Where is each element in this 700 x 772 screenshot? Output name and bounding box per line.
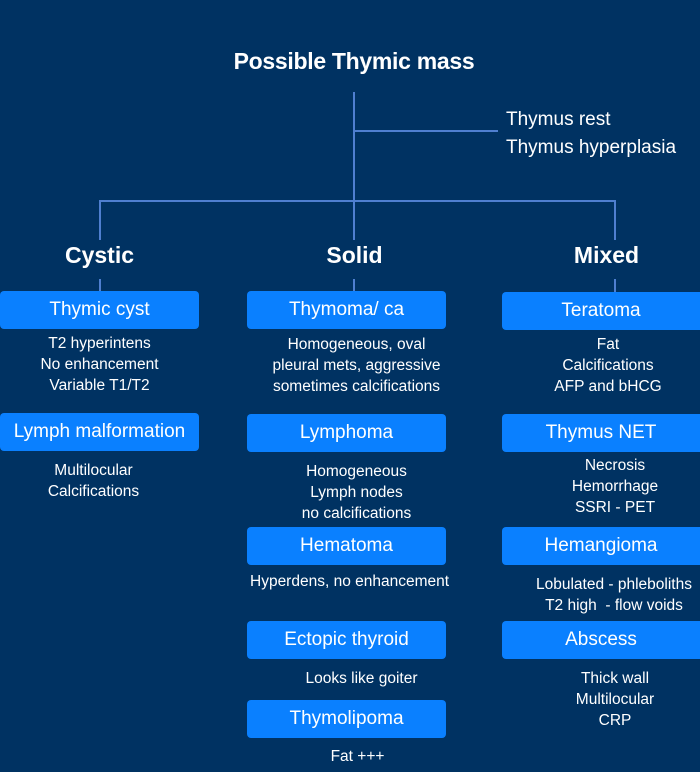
connector-cystic-stub	[99, 279, 101, 291]
detail-line: Lymph nodes	[310, 484, 403, 501]
entity-box-lymphoma: Lymphoma	[247, 414, 446, 452]
connector-horizontal	[99, 200, 616, 202]
detail-line: Fat +++	[330, 748, 385, 765]
detail-line: Necrosis	[584, 457, 646, 474]
entity-details-hemangioma: Lobulated - phleboliths T2 high - flow v…	[524, 574, 700, 616]
detail-line: SSRI - PET	[574, 499, 656, 516]
detail-line: Lobulated - phleboliths	[536, 576, 692, 593]
detail-line: Multilocular	[54, 462, 133, 479]
entity-box-thymic-cyst: Thymic cyst	[0, 291, 199, 329]
entity-details-thymoma: Homogeneous, oval pleural mets, aggressi…	[257, 334, 456, 397]
category-mixed: Mixed	[573, 242, 640, 268]
entity-details-lymph-malformation: Multilocular Calcifications	[0, 460, 193, 502]
detail-line: T2 high - flow voids	[545, 597, 683, 614]
detail-line: no calcifications	[301, 505, 412, 522]
entity-details-ectopic-thyroid: Looks like goiter	[262, 668, 461, 689]
entity-box-thymoma: Thymoma/ ca	[247, 291, 446, 329]
detail-line: Multilocular	[575, 691, 655, 708]
detail-line: Homogeneous	[306, 463, 407, 480]
category-cystic: Cystic	[64, 242, 135, 268]
entity-box-thymolipoma: Thymolipoma	[247, 700, 446, 738]
entity-box-abscess: Abscess	[502, 621, 700, 659]
detail-line: No enhancement	[40, 356, 159, 373]
diagram-title: Possible Thymic mass	[233, 48, 475, 74]
entity-box-hematoma: Hematoma	[247, 527, 446, 565]
entity-details-abscess: Thick wall Multilocular CRP	[502, 668, 700, 731]
side-note-thymus-hyperplasia: Thymus hyperplasia	[506, 137, 677, 158]
detail-line: Hemorrhage	[571, 478, 659, 495]
detail-line: Calcifications	[562, 357, 654, 374]
detail-line: Fat	[596, 336, 620, 353]
connector-mixed-stub	[614, 279, 616, 292]
entity-box-thymus-net: Thymus NET	[502, 414, 700, 452]
entity-box-hemangioma: Hemangioma	[502, 527, 700, 565]
connector-solid-stub	[353, 279, 355, 291]
detail-line: Calcifications	[47, 483, 140, 500]
entity-details-thymus-net: Necrosis Hemorrhage SSRI - PET	[502, 455, 700, 518]
detail-line: Homogeneous, oval	[287, 336, 426, 353]
detail-line: Variable T1/T2	[49, 377, 150, 394]
detail-line: AFP and bHCG	[554, 378, 662, 395]
side-note-thymus-rest: Thymus rest	[506, 109, 611, 130]
detail-line: T2 hyperintens	[48, 335, 151, 352]
connector-cystic-drop	[99, 200, 101, 240]
connector-root-vertical	[353, 92, 355, 240]
detail-line: Looks like goiter	[305, 670, 418, 687]
side-notes: Thymus rest Thymus hyperplasia	[506, 106, 676, 162]
entity-details-hematoma: Hyperdens, no enhancement	[250, 571, 449, 592]
detail-line: sometimes calcifications	[272, 378, 441, 395]
entity-details-thymic-cyst: T2 hyperintens No enhancement Variable T…	[0, 333, 199, 396]
entity-box-ectopic-thyroid: Ectopic thyroid	[247, 621, 446, 659]
detail-line: CRP	[598, 712, 632, 729]
connector-mixed-drop	[614, 200, 616, 240]
entity-box-lymph-malformation: Lymph malformation	[0, 413, 199, 451]
category-solid: Solid	[326, 242, 383, 268]
connector-side-branch	[353, 130, 498, 132]
entity-details-thymolipoma: Fat +++	[258, 746, 457, 767]
entity-details-teratoma: Fat Calcifications AFP and bHCG	[495, 334, 700, 397]
detail-line: Thick wall	[580, 670, 650, 687]
entity-details-lymphoma: Homogeneous Lymph nodes no calcification…	[257, 461, 456, 524]
detail-line: Hyperdens, no enhancement	[250, 573, 450, 590]
entity-box-teratoma: Teratoma	[502, 292, 700, 330]
detail-line: pleural mets, aggressive	[272, 357, 441, 374]
